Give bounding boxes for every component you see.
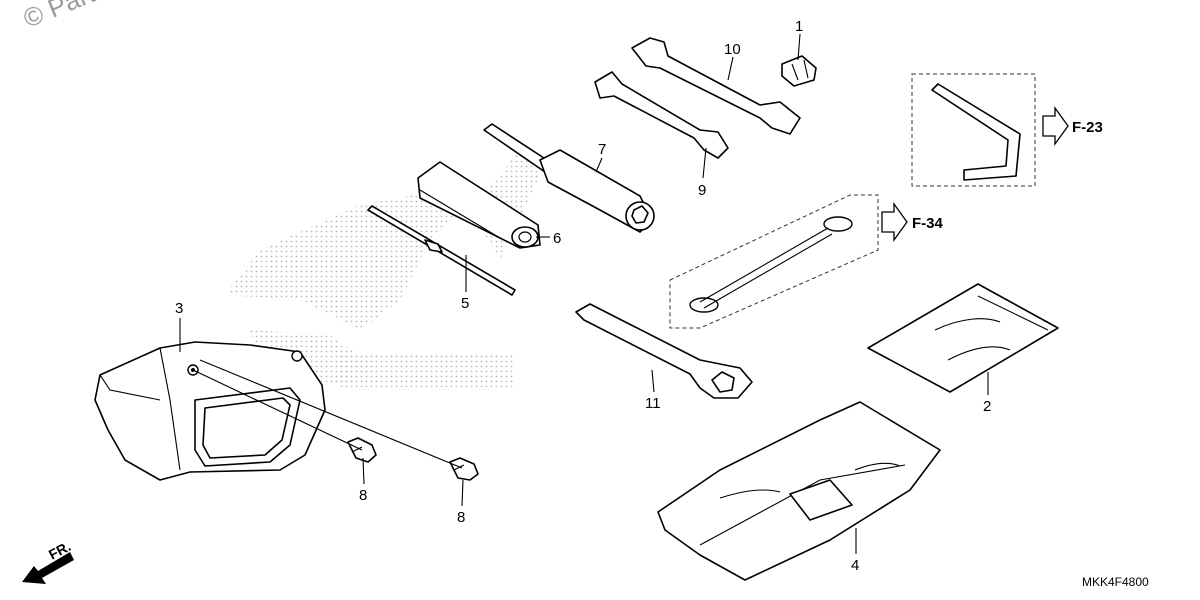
callouts: 1 2 3 4 5 6 7 8 8 9 10 11 xyxy=(175,18,991,574)
callout-8b[interactable]: 8 xyxy=(457,509,465,526)
callout-7[interactable]: 7 xyxy=(598,141,606,158)
callout-5[interactable]: 5 xyxy=(461,295,469,312)
wire-cable-group xyxy=(669,194,908,329)
callout-1[interactable]: 1 xyxy=(795,18,803,35)
arrow-right-icon xyxy=(1042,105,1069,147)
wrench-part-9[interactable] xyxy=(594,71,729,159)
screw-part-8b[interactable] xyxy=(449,457,479,481)
ref-f34[interactable]: F-34 xyxy=(912,215,944,232)
spanner-part-11[interactable] xyxy=(575,303,753,399)
hex-key-group xyxy=(911,73,1069,187)
screw-axis-lines xyxy=(192,359,463,469)
leader-lines xyxy=(179,33,989,554)
wrench-part-10[interactable] xyxy=(631,37,801,135)
socket-wrench-part-7[interactable] xyxy=(483,123,655,233)
clip-part-1[interactable] xyxy=(781,55,817,87)
callout-4[interactable]: 4 xyxy=(851,557,859,574)
callout-9[interactable]: 9 xyxy=(698,182,706,199)
callout-10[interactable]: 10 xyxy=(724,41,741,58)
callout-11[interactable]: 11 xyxy=(645,395,661,412)
watermark-text: © Parts xyxy=(19,0,111,34)
box-wrench-part-6[interactable] xyxy=(417,161,541,249)
callout-8a[interactable]: 8 xyxy=(359,487,367,504)
arrow-right-icon xyxy=(881,201,908,243)
ref-f23[interactable]: F-23 xyxy=(1072,119,1103,136)
callout-3[interactable]: 3 xyxy=(175,300,183,317)
manual-bag-part-2[interactable] xyxy=(867,283,1059,393)
tool-case-part-3[interactable] xyxy=(94,341,326,481)
callout-2[interactable]: 2 xyxy=(983,398,991,415)
arrow-down-left-icon xyxy=(22,552,74,584)
callout-6[interactable]: 6 xyxy=(553,230,561,247)
front-direction-indicator: FR. xyxy=(22,538,74,584)
tool-bag-part-4[interactable] xyxy=(657,401,941,581)
diagram-code: MKK4F4800 xyxy=(1082,575,1149,589)
screwdriver-part-5[interactable] xyxy=(367,205,516,296)
